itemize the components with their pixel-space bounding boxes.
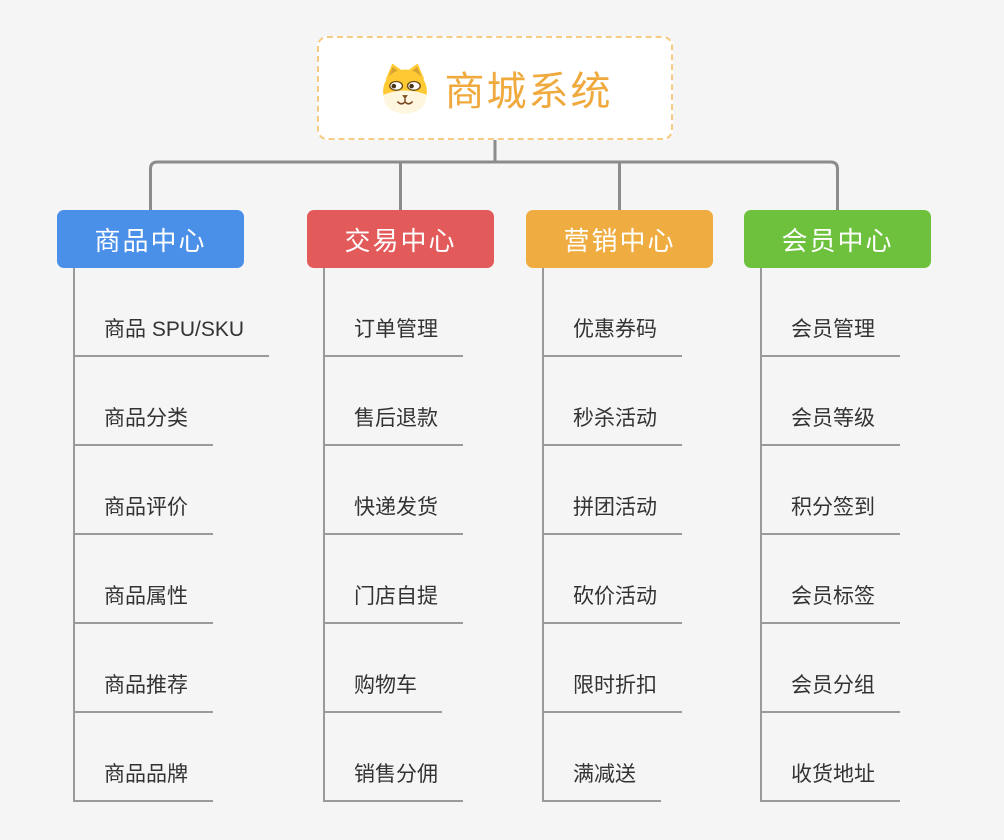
branch-header-member-center[interactable]: 会员中心 bbox=[744, 210, 931, 268]
branch-member-center: 会员中心 会员管理 会员等级 积分签到 会员标签 会员分组 收货地址 bbox=[744, 210, 931, 802]
mindmap-node[interactable]: 商品品牌 bbox=[57, 713, 244, 802]
node-label: 售后退款 bbox=[323, 404, 463, 446]
node-label: 限时折扣 bbox=[542, 671, 682, 713]
node-label: 秒杀活动 bbox=[542, 404, 682, 446]
node-label: 门店自提 bbox=[323, 582, 463, 624]
node-label: 销售分佣 bbox=[323, 760, 463, 802]
branch-header-marketing-center[interactable]: 营销中心 bbox=[526, 210, 713, 268]
node-label: 商品分类 bbox=[73, 404, 213, 446]
branch-items-member-center: 会员管理 会员等级 积分签到 会员标签 会员分组 收货地址 bbox=[744, 268, 931, 802]
node-label: 订单管理 bbox=[323, 315, 463, 357]
branch-trade-center: 交易中心 订单管理 售后退款 快递发货 门店自提 购物车 销售分佣 bbox=[307, 210, 494, 802]
branch-items-product-center: 商品 SPU/SKU 商品分类 商品评价 商品属性 商品推荐 商品品牌 bbox=[57, 268, 270, 802]
node-label: 会员管理 bbox=[760, 315, 900, 357]
branch-marketing-center: 营销中心 优惠券码 秒杀活动 拼团活动 砍价活动 限时折扣 满减送 bbox=[526, 210, 713, 802]
node-label: 快递发货 bbox=[323, 493, 463, 535]
node-label: 商品评价 bbox=[73, 493, 213, 535]
root-node[interactable]: 商城系统 bbox=[317, 36, 673, 140]
node-label: 收货地址 bbox=[760, 760, 900, 802]
node-label: 优惠券码 bbox=[542, 315, 682, 357]
mindmap-node[interactable]: 商品属性 bbox=[57, 535, 244, 624]
branch-header-trade-center[interactable]: 交易中心 bbox=[307, 210, 494, 268]
mindmap-node[interactable]: 秒杀活动 bbox=[526, 357, 713, 446]
node-label: 商品品牌 bbox=[73, 760, 213, 802]
mindmap-node[interactable]: 砍价活动 bbox=[526, 535, 713, 624]
node-label: 购物车 bbox=[323, 671, 442, 713]
mindmap-node[interactable]: 商品分类 bbox=[57, 357, 244, 446]
mindmap-node[interactable]: 购物车 bbox=[307, 624, 494, 713]
mindmap-node[interactable]: 会员分组 bbox=[744, 624, 931, 713]
node-label: 商品推荐 bbox=[73, 671, 213, 713]
node-label: 商品属性 bbox=[73, 582, 213, 624]
branch-items-trade-center: 订单管理 售后退款 快递发货 门店自提 购物车 销售分佣 bbox=[307, 268, 494, 802]
mindmap-node[interactable]: 订单管理 bbox=[307, 268, 494, 357]
mindmap-node[interactable]: 售后退款 bbox=[307, 357, 494, 446]
mindmap-node[interactable]: 会员管理 bbox=[744, 268, 931, 357]
mindmap-node[interactable]: 收货地址 bbox=[744, 713, 931, 802]
mindmap-node[interactable]: 拼团活动 bbox=[526, 446, 713, 535]
mindmap-node[interactable]: 会员标签 bbox=[744, 535, 931, 624]
mindmap-node[interactable]: 会员等级 bbox=[744, 357, 931, 446]
node-label: 会员标签 bbox=[760, 582, 900, 624]
branch-items-marketing-center: 优惠券码 秒杀活动 拼团活动 砍价活动 限时折扣 满减送 bbox=[526, 268, 713, 802]
node-label: 会员分组 bbox=[760, 671, 900, 713]
mindmap-node[interactable]: 快递发货 bbox=[307, 446, 494, 535]
mindmap-node[interactable]: 限时折扣 bbox=[526, 624, 713, 713]
mindmap-node[interactable]: 商品 SPU/SKU bbox=[57, 268, 270, 357]
node-label: 满减送 bbox=[542, 760, 661, 802]
dog-face-icon bbox=[382, 63, 427, 114]
root-title: 商城系统 bbox=[444, 70, 613, 114]
mindmap-node[interactable]: 销售分佣 bbox=[307, 713, 494, 802]
branch-rail-line bbox=[149, 160, 839, 210]
node-label: 砍价活动 bbox=[542, 582, 682, 624]
mindmap-node[interactable]: 满减送 bbox=[526, 713, 713, 802]
node-label: 拼团活动 bbox=[542, 493, 682, 535]
node-label: 会员等级 bbox=[760, 404, 900, 446]
branch-header-product-center[interactable]: 商品中心 bbox=[57, 210, 244, 268]
mindmap-node[interactable]: 优惠券码 bbox=[526, 268, 713, 357]
mindmap-node[interactable]: 门店自提 bbox=[307, 535, 494, 624]
node-label: 商品 SPU/SKU bbox=[73, 315, 270, 357]
branch-product-center: 商品中心 商品 SPU/SKU 商品分类 商品评价 商品属性 商品推荐 商品品牌 bbox=[57, 210, 270, 802]
mindmap-node[interactable]: 积分签到 bbox=[744, 446, 931, 535]
node-label: 积分签到 bbox=[760, 493, 900, 535]
mindmap-node[interactable]: 商品评价 bbox=[57, 446, 244, 535]
mindmap-node[interactable]: 商品推荐 bbox=[57, 624, 244, 713]
